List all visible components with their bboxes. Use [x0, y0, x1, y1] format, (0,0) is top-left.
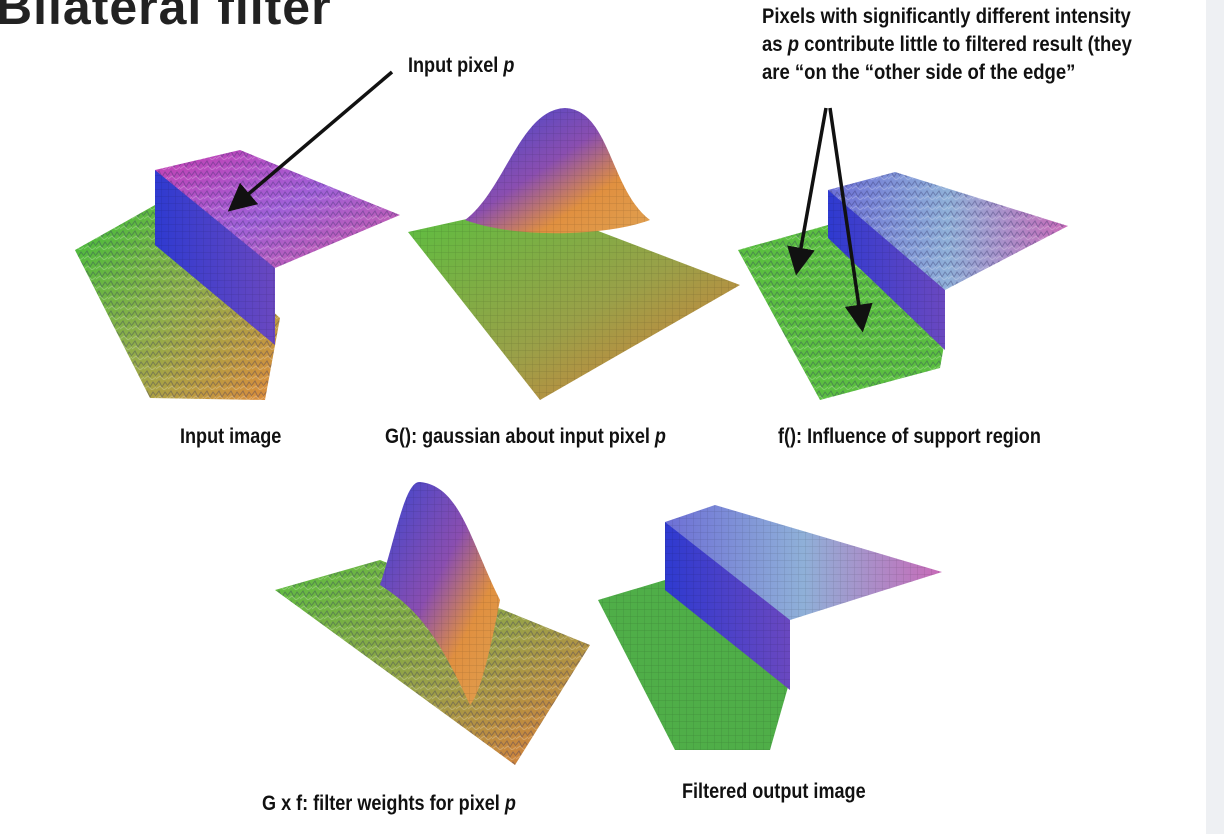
influence-plot	[738, 172, 1068, 400]
caption-filtered-output: Filtered output image	[682, 780, 866, 803]
slide-edge-bar	[1206, 0, 1224, 834]
edge-arrow-left	[787, 107, 828, 276]
slide-title: Bilateral filter	[0, 0, 332, 35]
annotation-line-1: Pixels with significantly different inte…	[762, 4, 1131, 28]
filtered-output-plot	[598, 505, 942, 750]
caption-input-image: Input image	[180, 425, 282, 448]
annotation-line-3: are “on the “other side of the edge”	[762, 60, 1076, 84]
input-pixel-arrow	[227, 70, 394, 212]
input-pixel-label: Input pixel p	[408, 54, 515, 77]
caption-filter-weights: G x f: filter weights for pixel p	[262, 792, 516, 815]
edge-arrow-right	[828, 107, 873, 333]
input-image-plot	[75, 150, 400, 400]
filter-weights-plot	[275, 481, 590, 765]
caption-influence: f(): Influence of support region	[778, 425, 1041, 448]
caption-gaussian: G(): gaussian about input pixel p	[385, 425, 666, 448]
annotation-line-2: as p contribute little to filtered resul…	[762, 32, 1132, 56]
other-side-annotation: Pixels with significantly different inte…	[762, 2, 1224, 86]
gaussian-plot	[408, 108, 740, 400]
